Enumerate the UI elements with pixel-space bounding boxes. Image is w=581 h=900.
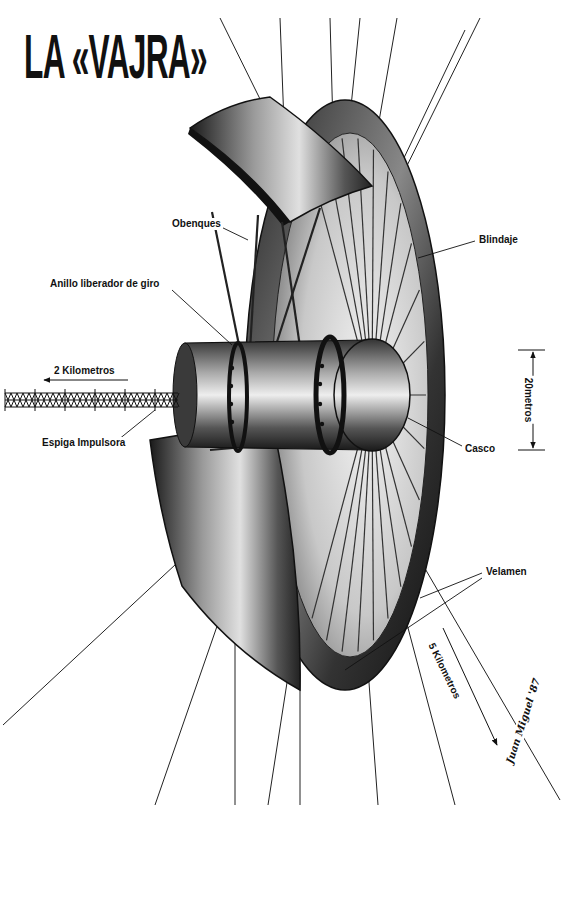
- ring-bolts: [229, 364, 324, 426]
- part-label: Blindaje: [477, 234, 520, 246]
- thrust-spike: [5, 389, 179, 411]
- dimension-label: 2 Kilometros: [52, 365, 117, 377]
- title: LA «VAJRA»: [24, 24, 207, 88]
- dimension-label: 5 Kilometros: [424, 639, 463, 702]
- top-shield-edge: [188, 128, 290, 226]
- top-shield: [190, 97, 372, 222]
- sail-rigging: [3, 18, 560, 805]
- spin-release-ring: [229, 343, 247, 451]
- part-label: Espiga Impulsora: [40, 437, 127, 449]
- dimension-marks: [44, 350, 545, 745]
- dimension-label: 20metros: [522, 376, 534, 424]
- part-label: Obenques: [170, 218, 223, 230]
- part-label: Velamen: [484, 566, 529, 578]
- leader-lines: [118, 226, 482, 670]
- spin-ring: [316, 337, 344, 453]
- part-label: Anillo liberador de giro: [48, 278, 161, 290]
- signature: Juan Miguel '87: [503, 675, 543, 767]
- hull-end-cap: [173, 343, 197, 447]
- bottom-shield: [150, 420, 300, 690]
- part-label: Casco: [463, 443, 497, 455]
